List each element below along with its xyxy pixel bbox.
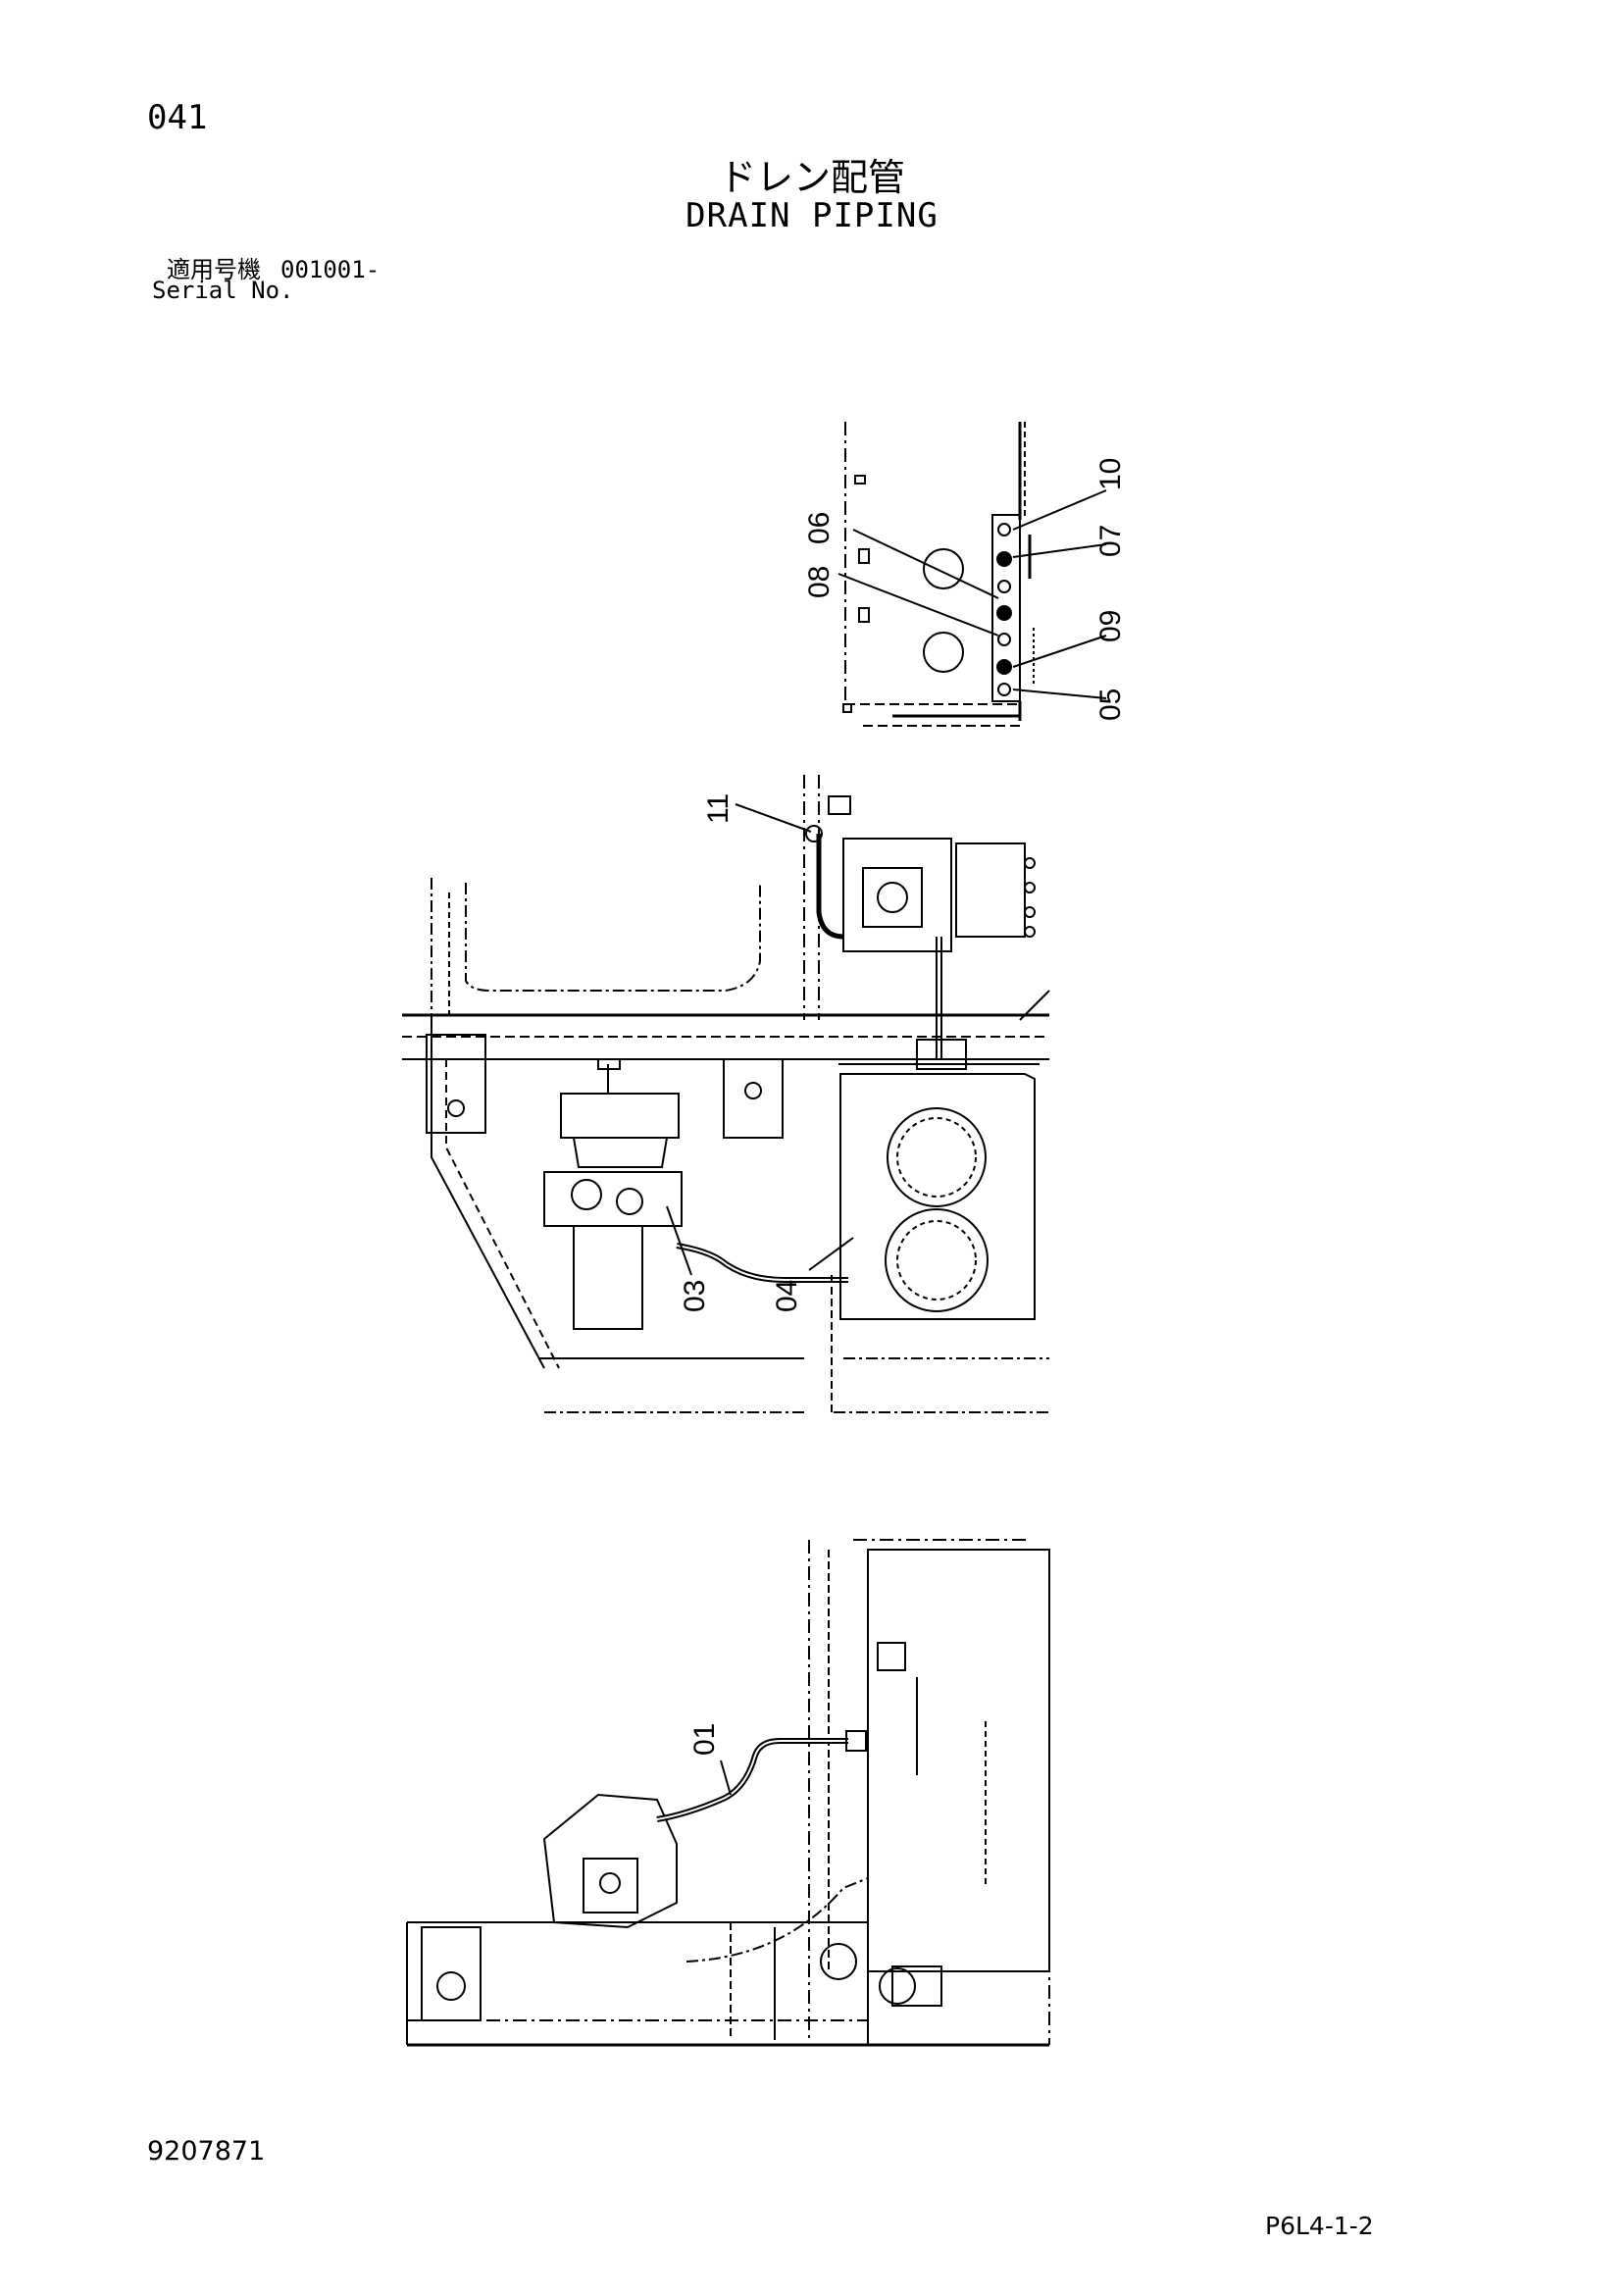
applicable-serial-range: 001001- — [280, 256, 381, 283]
figure-number: P6L4-1-2 — [1265, 2212, 1374, 2240]
callout-07: 07 — [1094, 525, 1127, 557]
top-view — [837, 422, 1107, 727]
callout-11: 11 — [702, 793, 735, 824]
serial-label: Serial No. — [152, 277, 294, 304]
callout-01: 01 — [688, 1723, 721, 1756]
middle-view — [402, 775, 1050, 1413]
applicable-label: 適用号機 — [167, 256, 261, 283]
callout-08: 08 — [803, 566, 836, 598]
page-title-japanese: ドレン配管 — [718, 156, 905, 199]
callout-04: 04 — [771, 1280, 803, 1312]
page-title-english: DRAIN PIPING — [685, 196, 939, 235]
applicability: 適用号機 001001- — [167, 250, 380, 284]
callout-labels: 10 07 06 08 09 05 11 03 04 01 — [679, 458, 1127, 1756]
callout-03: 03 — [679, 1280, 711, 1312]
document-number: 9207871 — [147, 2136, 266, 2167]
page-number: 041 — [147, 98, 208, 137]
callout-10: 10 — [1094, 458, 1127, 490]
bottom-view — [406, 1539, 1050, 2047]
callout-09: 09 — [1094, 610, 1127, 642]
callout-05: 05 — [1094, 689, 1127, 721]
callout-06: 06 — [803, 512, 836, 544]
